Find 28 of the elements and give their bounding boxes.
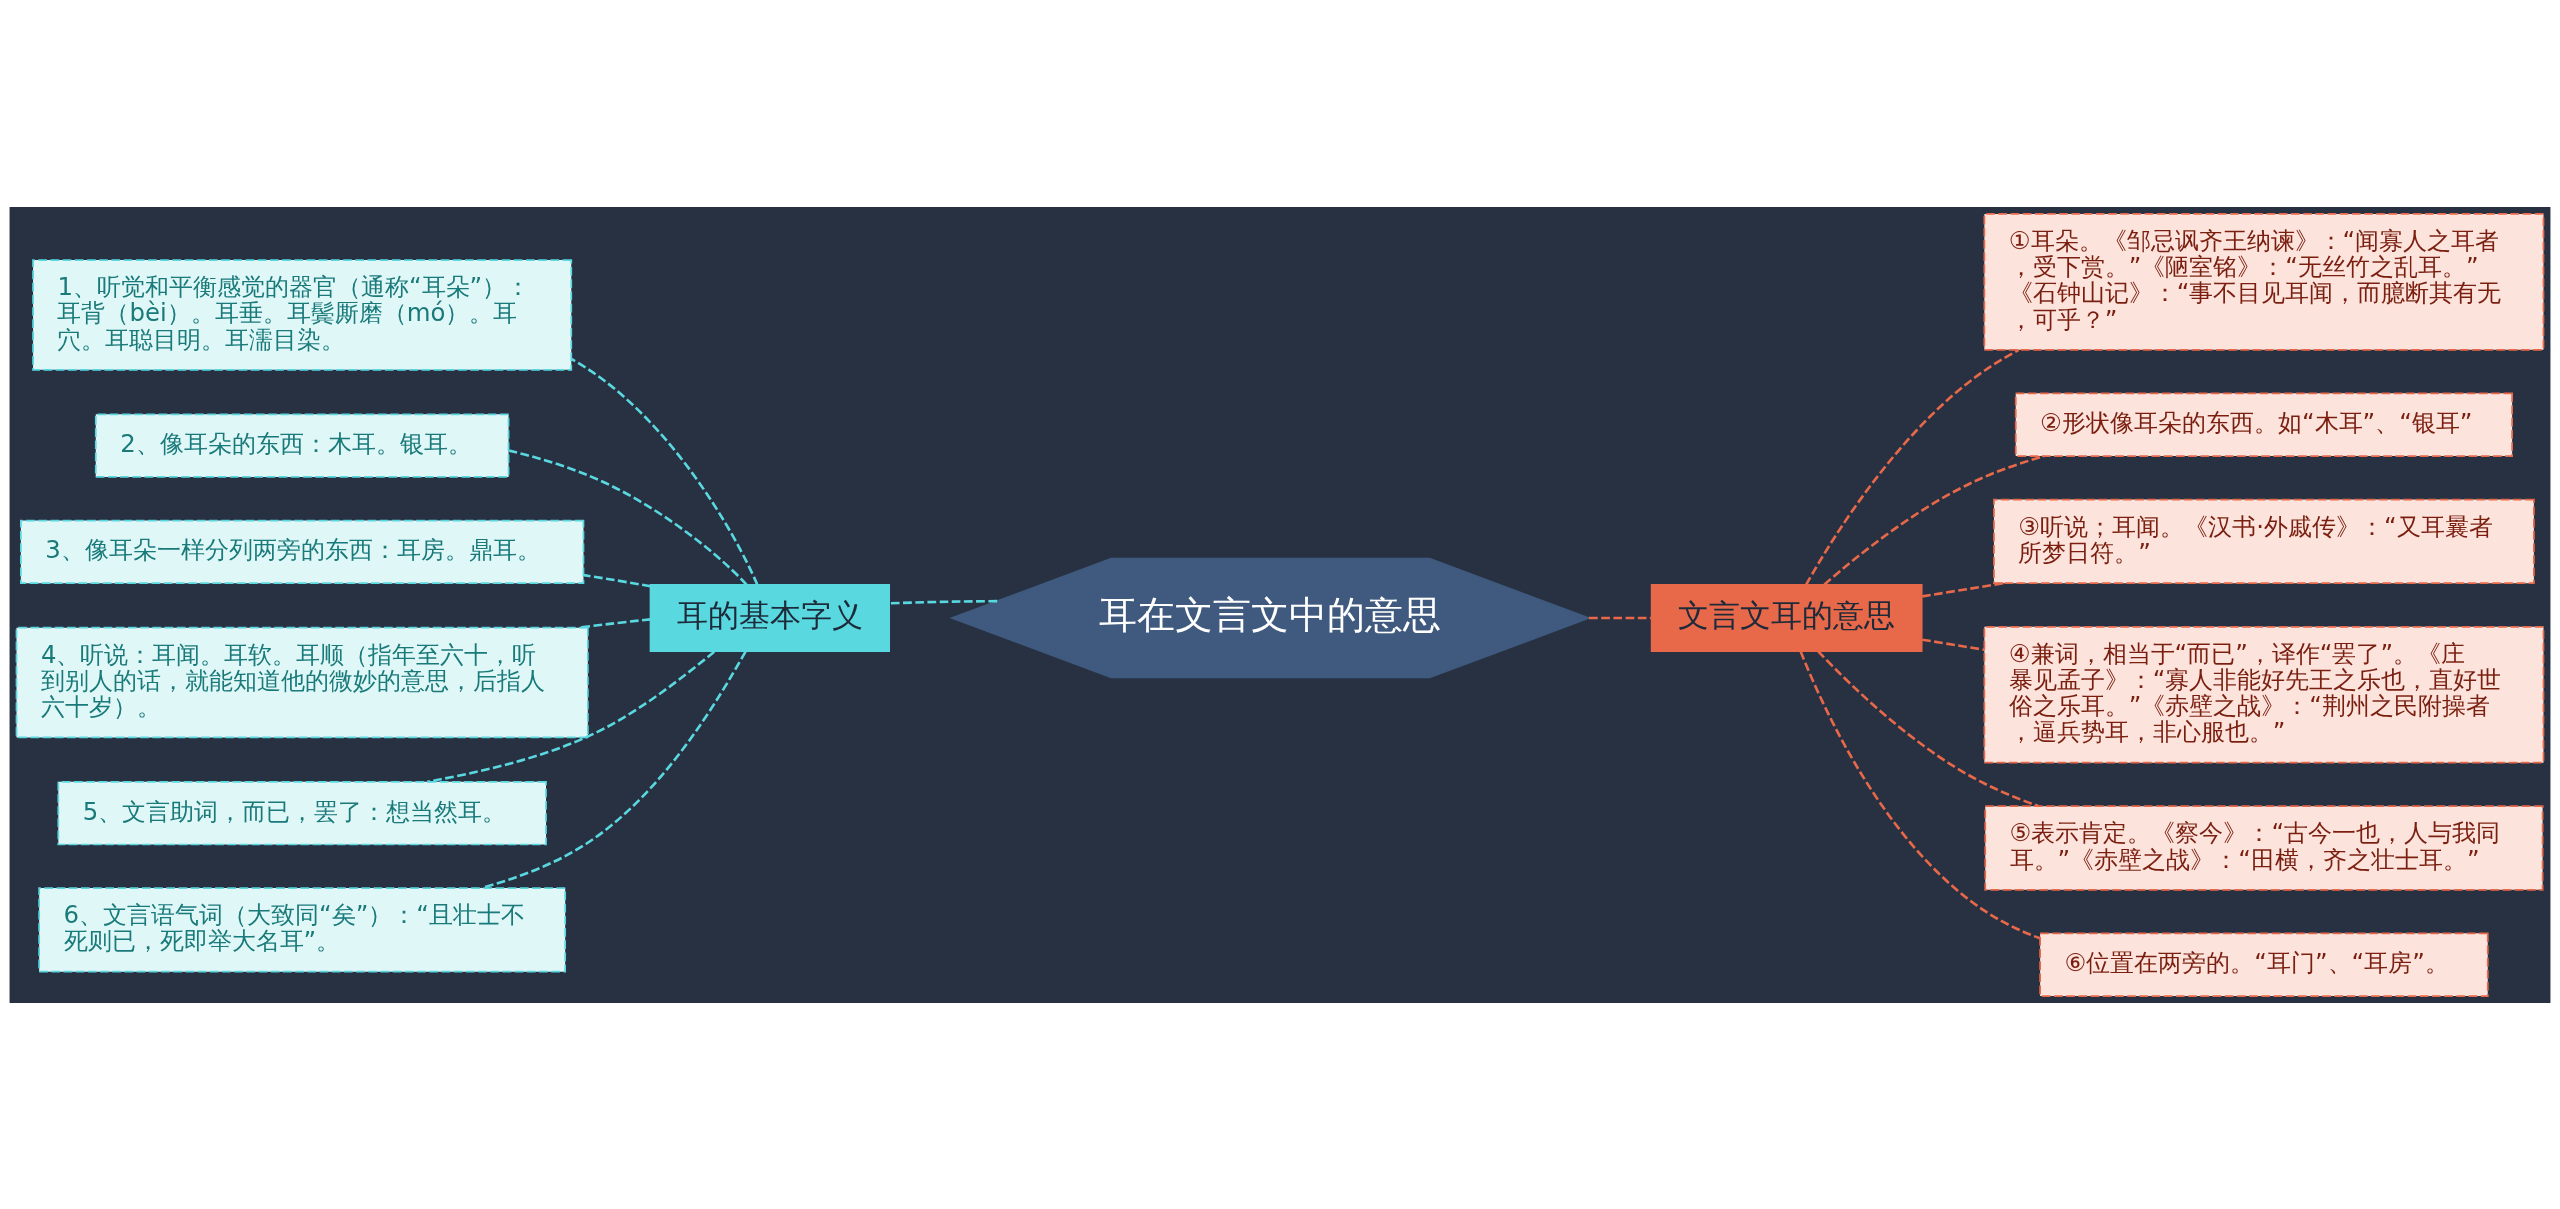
connector xyxy=(1588,616,1652,619)
connector xyxy=(1799,650,2041,939)
connector xyxy=(570,357,759,585)
connector xyxy=(1804,348,2020,585)
connector xyxy=(508,448,748,585)
connector xyxy=(583,573,651,588)
node-box: 4、听说：耳闻。耳软。耳顺（指年至六十，听到别人的话，就能知道他的微妙的意思，后指人六十岁）。 xyxy=(15,626,589,738)
connector xyxy=(1922,581,2004,598)
node-box: ③听说；耳闻。《汉书·外戚传》：“又耳曩者所梦日符。” xyxy=(1993,498,2535,584)
node-box: ⑤表示肯定。《察今》：“古今一也，人与我同耳。”《赤壁之战》：“田横，齐之壮士耳。” xyxy=(1984,804,2544,891)
node-box: 5、文言助词，而已，罢了：想当然耳。 xyxy=(57,780,547,845)
node-box: 6、文言语气词（大致同“矣”）：“且壮士不死则已，死即举大名耳”。 xyxy=(38,886,567,972)
connector xyxy=(579,617,651,629)
node-box: 文言文耳的意思 xyxy=(1650,583,1923,652)
connector xyxy=(889,599,998,605)
node-box: ②形状像耳朵的东西。如“木耳”、“银耳” xyxy=(2014,392,2513,457)
connector xyxy=(427,650,716,783)
node-box: ④兼词，相当于“而已”，译作“罢了”。《庄暴见孟子》：“寡人非能好先王之乐也，直好世俗之乐耳。”《赤壁之战》：“荆州之民附操者，逼兵势耳，非心服也。” xyxy=(1983,625,2545,763)
connector xyxy=(1817,650,2039,807)
node-box: 1、听觉和平衡感觉的器官（通称“耳朵”）：耳背（bèi）。耳垂。耳鬓厮磨（mó）。耳穴。耳聪目明。耳濡目染。 xyxy=(32,258,573,371)
node-box: ⑥位置在两旁的。“耳门”、“耳房”。 xyxy=(2039,931,2489,997)
node-box: 耳的基本字义 xyxy=(649,583,890,652)
connector xyxy=(481,650,747,889)
node-box: 3、像耳朵一样分列两旁的东西：耳房。鼎耳。 xyxy=(20,519,585,584)
node-box: ①耳朵。《邹忌讽齐王纳谏》：“闻寡人之耳者，受下赏。”《陋室铭》：“无丝竹之乱耳。”《石钟山记》：“事不目见耳闻，而臆断其有无，可乎？” xyxy=(1983,212,2545,351)
connector xyxy=(1823,454,2045,586)
connector xyxy=(1922,637,1985,651)
node-box: 2、像耳朵的东西：木耳。银耳。 xyxy=(94,412,510,478)
